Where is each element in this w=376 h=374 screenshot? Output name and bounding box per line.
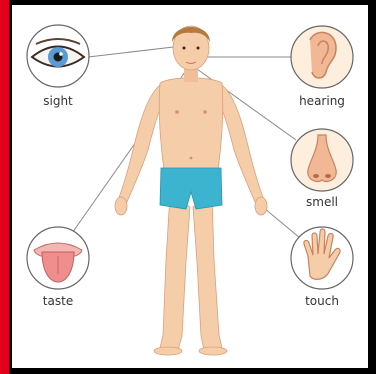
taste-label: taste	[23, 294, 93, 308]
sight-connector	[88, 46, 182, 57]
smell-icon	[291, 129, 353, 191]
hearing-icon	[291, 26, 353, 88]
touch-icon	[291, 227, 353, 289]
boy-figure	[115, 26, 267, 355]
smell-label: smell	[287, 195, 357, 209]
touch-label: touch	[287, 294, 357, 308]
taste-icon	[27, 227, 89, 289]
sight-icon	[27, 25, 89, 87]
sight-label: sight	[23, 94, 93, 108]
hearing-label: hearing	[287, 94, 357, 108]
